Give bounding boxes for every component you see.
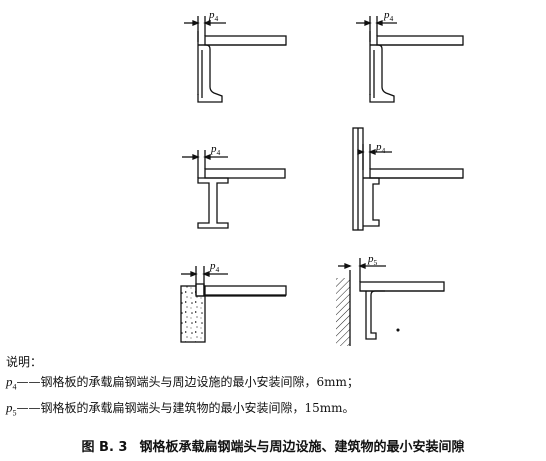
note-text: ——钢格板的承载扁钢端头与周边设施的最小安装间隙，6mm；: [16, 375, 359, 389]
p4-label-1: p4: [208, 9, 219, 23]
p4-label-2: p4: [383, 9, 394, 23]
installation-clearance-drawing: p4 p4 p4 p4: [180, 9, 464, 346]
detail-channel-edge-right: [356, 16, 464, 103]
notes-block: 说明： p4——钢格板的承载扁钢端头与周边设施的最小安装间隙，6mm； p5——…: [6, 352, 536, 423]
p4-label-5: p4: [209, 260, 220, 274]
notes-heading: 说明：: [6, 355, 43, 369]
detail-building-wall: [336, 258, 445, 346]
note-item-p5: p5——钢格板的承载扁钢端头与建筑物的最小安装间隙，15mm。: [6, 398, 536, 424]
p5-label: p5: [367, 253, 378, 267]
figure-title: 钢格板承载扁钢端头与周边设施、建筑物的最小安装间隙: [139, 440, 465, 455]
p4-label-3: p4: [210, 143, 221, 157]
note-symbol: p5: [6, 399, 17, 418]
p4-label-4: p4: [375, 141, 386, 155]
note-item-p4: p4——钢格板的承载扁钢端头与周边设施的最小安装间隙，6mm；: [6, 372, 536, 398]
note-symbol: p4: [6, 374, 17, 392]
detail-column-flange: [352, 127, 464, 231]
detail-concrete-wall: [180, 266, 287, 343]
note-text: ——钢格板的承载扁钢端头与建筑物的最小安装间隙，15mm。: [16, 400, 355, 415]
detail-channel-edge-left: [184, 16, 287, 103]
detail-i-beam: [182, 150, 286, 229]
figure-caption: 图 B. 3 钢格板承载扁钢端头与周边设施、建筑物的最小安装间隙: [0, 436, 546, 455]
figure-number: 图 B. 3: [81, 440, 128, 455]
